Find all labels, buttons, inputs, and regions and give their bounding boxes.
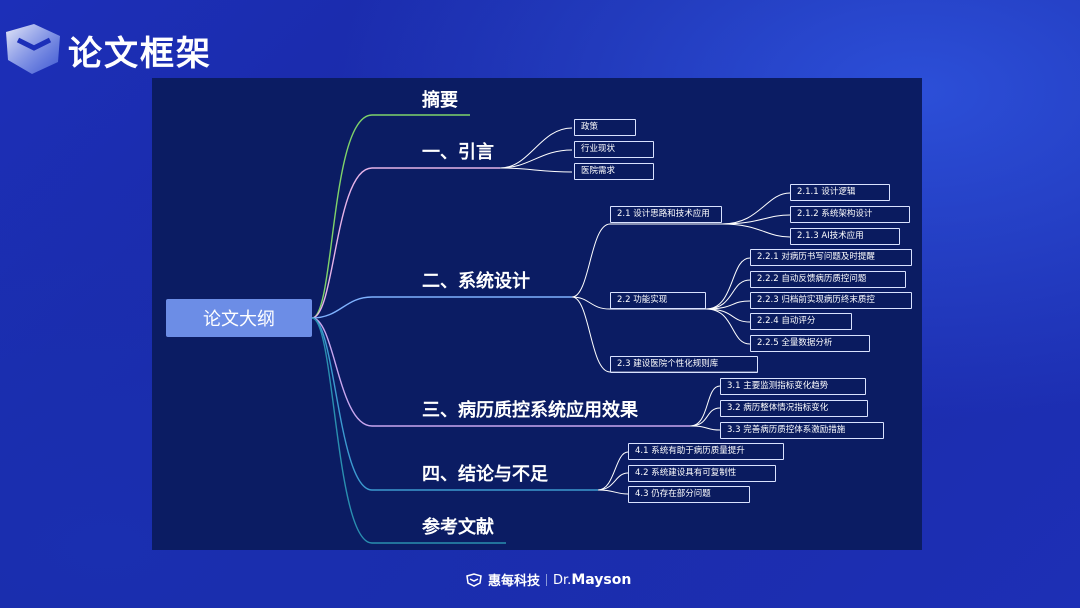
section-application-effect: 三、病历质控系统应用效果 — [422, 400, 638, 421]
footer-divider — [546, 573, 548, 586]
subsection-2-1: 2.1 设计思路和技术应用 — [610, 206, 722, 223]
subsection-2-3: 2.3 建设医院个性化规则库 — [610, 356, 758, 373]
effect-item: 3.1 主要监测指标变化趋势 — [720, 378, 866, 395]
page-title: 论文框架 — [68, 34, 212, 74]
section-introduction: 一、引言 — [422, 142, 494, 163]
function-item: 2.2.2 自动反馈病历质控问题 — [750, 271, 906, 288]
intro-item: 医院需求 — [574, 163, 654, 180]
section-system-design: 二、系统设计 — [422, 271, 530, 292]
company-logo-icon — [6, 24, 60, 74]
partner-logo: Dr.Mayson — [553, 572, 631, 588]
design-item: 2.1.1 设计逻辑 — [790, 184, 890, 201]
brand-name: 惠每科技 — [488, 574, 541, 589]
intro-item: 行业现状 — [574, 141, 654, 158]
effect-item: 3.3 完善病历质控体系激励措施 — [720, 422, 884, 439]
function-item: 2.2.4 自动评分 — [750, 313, 852, 330]
mindmap-root-node: 论文大纲 — [166, 299, 312, 337]
design-item: 2.1.3 AI技术应用 — [790, 228, 900, 245]
brand-shield-icon — [466, 572, 482, 587]
conclusion-item: 4.2 系统建设具有可复制性 — [628, 465, 776, 482]
function-item: 2.2.5 全量数据分析 — [750, 335, 870, 352]
section-conclusion: 四、结论与不足 — [422, 464, 548, 485]
partner-prefix: Dr. — [553, 572, 572, 588]
function-item: 2.2.3 归档前实现病历终末质控 — [750, 292, 912, 309]
partner-name: Mayson — [571, 571, 632, 588]
section-abstract: 摘要 — [422, 90, 458, 111]
design-item: 2.1.2 系统架构设计 — [790, 206, 910, 223]
conclusion-item: 4.1 系统有助于病历质量提升 — [628, 443, 784, 460]
subsection-2-2: 2.2 功能实现 — [610, 292, 706, 309]
conclusion-item: 4.3 仍存在部分问题 — [628, 486, 750, 503]
effect-item: 3.2 病历整体情况指标变化 — [720, 400, 868, 417]
section-references: 参考文献 — [422, 517, 494, 538]
intro-item: 政策 — [574, 119, 636, 136]
function-item: 2.2.1 对病历书写问题及时提醒 — [750, 249, 912, 266]
footer-brand: 惠每科技 Dr.Mayson — [466, 570, 631, 589]
